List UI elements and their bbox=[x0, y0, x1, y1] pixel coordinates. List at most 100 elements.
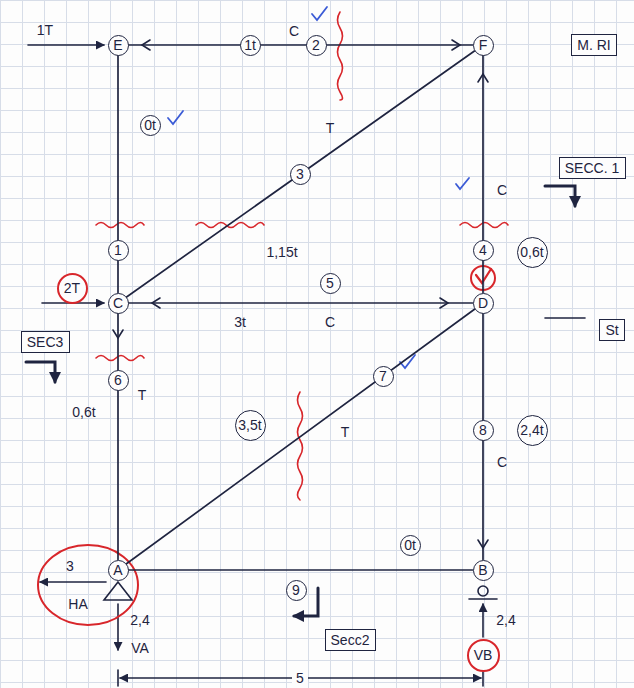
truss-member bbox=[129, 569, 473, 571]
member-state: C bbox=[325, 315, 335, 329]
member-number: 5 bbox=[320, 273, 341, 294]
section-arrow bbox=[545, 186, 575, 206]
force-value: 0t bbox=[140, 115, 161, 136]
member-state: C bbox=[497, 455, 507, 469]
member-number-text: 8 bbox=[479, 423, 487, 437]
member-number: 6 bbox=[108, 370, 129, 391]
force-value: 2,4t bbox=[517, 415, 548, 446]
force-value-text: 0t bbox=[144, 118, 156, 132]
reaction-name: VA bbox=[131, 641, 149, 655]
force-value-text: 0t bbox=[404, 538, 416, 552]
reaction-value: 3 bbox=[66, 559, 74, 573]
member-number-text: 4 bbox=[479, 243, 487, 257]
section-tag-text: Secc2 bbox=[331, 633, 370, 647]
member-number-text: 7 bbox=[379, 369, 387, 383]
member-state: T bbox=[138, 388, 147, 402]
dimension-tick bbox=[117, 670, 119, 686]
section-cut bbox=[298, 392, 303, 500]
member-state: C bbox=[289, 24, 299, 38]
force-value: 3,5t bbox=[235, 410, 266, 441]
joint-text: F bbox=[479, 38, 488, 52]
member-number: 8 bbox=[473, 420, 494, 441]
member-number: 1 bbox=[108, 240, 129, 261]
reaction-value: 2,4 bbox=[496, 613, 515, 627]
load-value: 2T bbox=[57, 273, 88, 304]
roller-support bbox=[478, 586, 488, 596]
member-number: 7 bbox=[373, 366, 394, 387]
joint: C bbox=[108, 293, 129, 314]
joint-text: B bbox=[478, 563, 487, 577]
note-box-text: St bbox=[605, 323, 618, 337]
reaction-arrow bbox=[482, 604, 484, 637]
force-value: 0,6t bbox=[517, 237, 548, 268]
truss-member bbox=[117, 314, 119, 560]
section-tag-text: SEC3 bbox=[27, 335, 64, 349]
truss-member bbox=[129, 302, 473, 304]
member-state: C bbox=[497, 183, 507, 197]
pin-support bbox=[104, 582, 132, 600]
section-tag: SECC. 1 bbox=[559, 157, 626, 179]
load-value: 1T bbox=[37, 23, 53, 37]
member-number-text: 3 bbox=[296, 167, 304, 181]
truss-member bbox=[129, 44, 473, 46]
force-value: 0t bbox=[400, 535, 421, 556]
member-number: 4 bbox=[473, 240, 494, 261]
force-value-text: 3,5t bbox=[238, 418, 261, 432]
joint-text: A bbox=[113, 563, 122, 577]
highlight-circle bbox=[38, 545, 138, 625]
roller-support bbox=[469, 598, 497, 600]
truss-member bbox=[126, 309, 474, 564]
dimension: 5 bbox=[292, 670, 308, 686]
joint-text: E bbox=[113, 38, 122, 52]
dimension-tick bbox=[482, 672, 484, 686]
force-value: 1t bbox=[240, 35, 261, 56]
check-mark bbox=[456, 178, 469, 189]
reaction-name: HA bbox=[68, 597, 87, 611]
check-mark bbox=[168, 111, 183, 124]
member-number-text: 1 bbox=[114, 243, 122, 257]
section-cut bbox=[96, 223, 144, 228]
member-number-text: 2 bbox=[312, 38, 320, 52]
reaction-value: 2,4 bbox=[130, 613, 149, 627]
member-number: 2 bbox=[306, 35, 327, 56]
section-cut bbox=[338, 12, 343, 100]
force-value: 0,6t bbox=[72, 405, 95, 419]
load-arrow bbox=[28, 44, 104, 46]
member-state: T bbox=[341, 425, 350, 439]
member-number-text: 9 bbox=[292, 583, 300, 597]
section-tag-text: SECC. 1 bbox=[565, 161, 619, 175]
section-tag: SEC3 bbox=[21, 331, 70, 353]
joint-text: C bbox=[113, 296, 123, 310]
reaction-arrow bbox=[117, 604, 119, 650]
title-box: M. RI bbox=[571, 34, 617, 56]
member-number-text: 6 bbox=[114, 373, 122, 387]
truss-member bbox=[127, 51, 475, 297]
joint: E bbox=[108, 35, 129, 56]
section-tag: Secc2 bbox=[325, 629, 376, 651]
joint-text: D bbox=[478, 296, 488, 310]
force-value: 1,15t bbox=[266, 245, 297, 259]
section-cut bbox=[460, 223, 508, 228]
member-number: 3 bbox=[290, 164, 311, 185]
reaction-arrow bbox=[40, 581, 106, 583]
force-value-text: 0,6t bbox=[520, 245, 543, 259]
note-line bbox=[545, 317, 585, 319]
force-value: 3t bbox=[234, 315, 246, 329]
reaction-value-text: VB bbox=[474, 648, 493, 662]
joint: F bbox=[473, 35, 494, 56]
reaction-value: VB bbox=[467, 639, 500, 672]
member-number: 9 bbox=[286, 580, 307, 601]
member-state: T bbox=[326, 121, 335, 135]
force-value-text: 1t bbox=[244, 38, 256, 52]
check-mark bbox=[312, 7, 327, 20]
joint: D bbox=[473, 293, 494, 314]
force-value-text: 2,4t bbox=[520, 423, 543, 437]
note-box: St bbox=[599, 319, 625, 341]
title-box-text: M. RI bbox=[577, 38, 610, 52]
joint: B bbox=[473, 560, 494, 581]
section-cut bbox=[96, 356, 144, 361]
section-arrow bbox=[26, 362, 55, 382]
